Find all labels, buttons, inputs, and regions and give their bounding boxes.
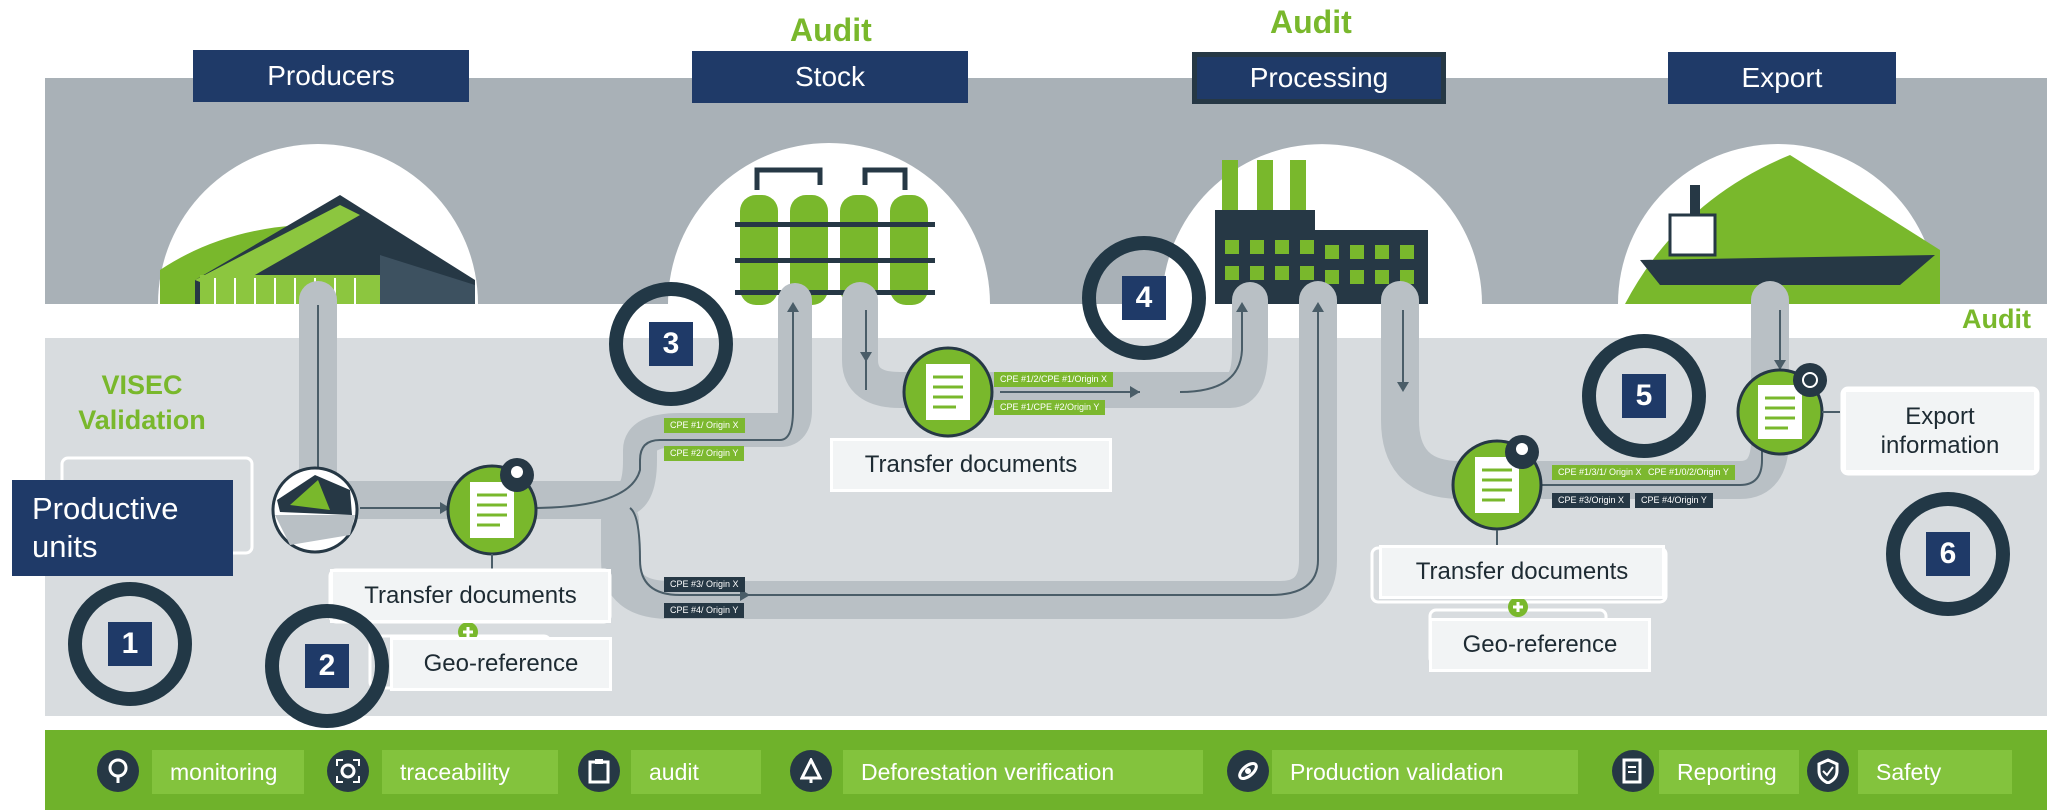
step-2-number: 2 bbox=[305, 644, 349, 688]
tag-producer-green-2: CPE #2/ Origin Y bbox=[664, 446, 745, 461]
step-5-number: 5 bbox=[1622, 374, 1666, 418]
transfer-documents-processing: Transfer documents bbox=[1382, 548, 1662, 596]
pin-icon bbox=[97, 750, 139, 792]
step-3-number: 3 bbox=[649, 322, 693, 366]
document-badge-stock bbox=[902, 346, 994, 438]
legend-bar: monitoring traceability audit Deforestat… bbox=[45, 730, 2047, 810]
tag-stock-green-1: CPE #1/2/CPE #1/Origin X bbox=[994, 372, 1114, 387]
productive-units-text: Productive units bbox=[32, 491, 179, 564]
transfer-documents-producers: Transfer documents bbox=[333, 572, 608, 620]
tag-producer-green-1: CPE #1/ Origin X bbox=[664, 418, 745, 433]
stage-export: Export bbox=[1668, 52, 1896, 104]
tag-producer-dark-2: CPE #4/ Origin Y bbox=[664, 603, 745, 618]
tag-processing-green-1: CPE #1/3/1/ Origin X bbox=[1552, 465, 1648, 480]
legend-safety: Safety bbox=[1858, 750, 2012, 794]
clipboard-icon bbox=[578, 750, 620, 792]
step-4-number: 4 bbox=[1122, 276, 1166, 320]
step-4: 4 bbox=[1082, 236, 1206, 360]
legend-deforestation-verification: Deforestation verification bbox=[843, 750, 1203, 794]
farm-building-illustration bbox=[160, 195, 475, 304]
stage-producers: Producers bbox=[193, 50, 469, 102]
report-icon bbox=[1612, 750, 1654, 792]
stage-processing: Processing bbox=[1192, 52, 1446, 104]
silos-illustration bbox=[735, 167, 935, 305]
audit-label-export: Audit bbox=[1962, 304, 2031, 334]
legend-traceability: traceability bbox=[382, 750, 558, 794]
tag-producer-dark-1: CPE #3/ Origin X bbox=[664, 577, 745, 592]
geo-reference-processing: Geo-reference bbox=[1432, 621, 1648, 669]
tree-icon bbox=[790, 750, 832, 792]
ship-illustration bbox=[1625, 155, 1940, 304]
plus-icon-producers bbox=[458, 622, 478, 642]
productive-unit-map-icon bbox=[271, 466, 359, 554]
step-5: 5 bbox=[1582, 334, 1706, 458]
shield-check-icon bbox=[1807, 750, 1849, 792]
step-6-number: 6 bbox=[1926, 532, 1970, 576]
tag-processing-dark-1: CPE #3/Origin X bbox=[1552, 493, 1631, 508]
stage-stock: Stock bbox=[692, 51, 968, 103]
transfer-documents-stock: Transfer documents bbox=[833, 441, 1109, 489]
tag-processing-dark-2: CPE #4/Origin Y bbox=[1635, 493, 1713, 508]
plus-icon-processing bbox=[1508, 597, 1528, 617]
export-information: Export information bbox=[1846, 392, 2034, 470]
document-badge-producers bbox=[446, 458, 538, 570]
audit-label-stock: Audit bbox=[790, 12, 872, 48]
step-3: 3 bbox=[609, 282, 733, 406]
satellite-icon bbox=[1227, 750, 1269, 792]
legend-monitoring: monitoring bbox=[152, 750, 304, 794]
audit-label-processing: Audit bbox=[1270, 4, 1352, 40]
productive-units-label: Productive units bbox=[12, 480, 233, 576]
visec-validation-label: VISEC Validation bbox=[52, 368, 232, 438]
document-badge-processing bbox=[1451, 435, 1543, 548]
geo-reference-producers: Geo-reference bbox=[393, 640, 609, 688]
tag-processing-green-2: CPE #1/0/2/Origin Y bbox=[1642, 465, 1735, 480]
factory-illustration bbox=[1215, 160, 1428, 304]
tag-stock-green-2: CPE #1/CPE #2/Origin Y bbox=[994, 400, 1106, 415]
legend-reporting: Reporting bbox=[1659, 750, 1799, 794]
target-scan-icon bbox=[327, 750, 369, 792]
step-2: 2 bbox=[265, 604, 389, 728]
legend-production-validation: Production validation bbox=[1272, 750, 1578, 794]
visec-text: VISEC Validation bbox=[78, 370, 206, 435]
document-badge-export bbox=[1736, 363, 1840, 456]
legend-audit: audit bbox=[631, 750, 761, 794]
step-1: 1 bbox=[68, 582, 192, 706]
step-1-number: 1 bbox=[108, 622, 152, 666]
step-6: 6 bbox=[1886, 492, 2010, 616]
